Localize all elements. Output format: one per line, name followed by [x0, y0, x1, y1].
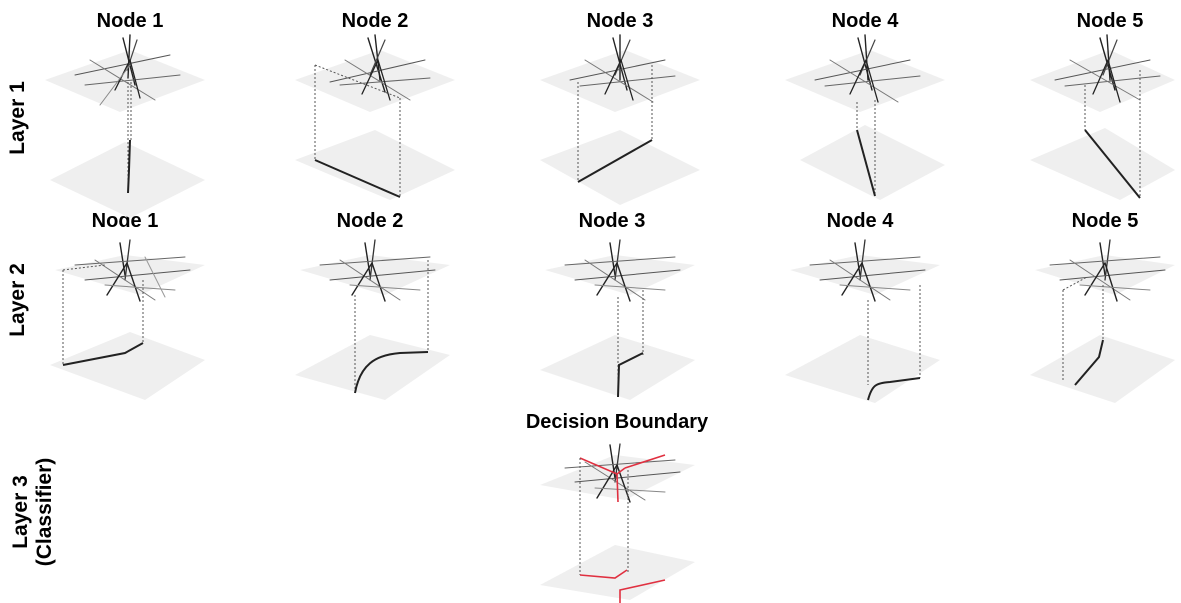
row-label-layer-3-line2: (Classifier) — [33, 457, 56, 567]
upper-plane — [540, 50, 700, 112]
layer2-node-3-title: Node 3 — [578, 210, 646, 232]
decision-boundary-upper — [616, 473, 619, 503]
layer1-node-4-panel — [785, 34, 945, 200]
layer1-node-2-title: Node 2 — [341, 10, 409, 32]
lower-plane — [800, 125, 945, 200]
lower-plane — [1030, 335, 1175, 403]
projection-line — [314, 64, 401, 99]
layer2-node-3-panel — [540, 239, 695, 400]
hyperplane-lines — [319, 239, 436, 302]
upper-plane — [785, 50, 945, 112]
layer2-node-4-panel — [785, 239, 940, 403]
layer1-node-3-title: Node 3 — [586, 10, 654, 32]
boundary-curve — [856, 129, 876, 197]
lower-plane — [295, 335, 450, 400]
boundary-curve — [1074, 339, 1104, 386]
hyperplane-lines — [329, 34, 431, 101]
upper-plane — [790, 255, 940, 295]
upper-plane — [295, 50, 455, 112]
decision-boundary-lower — [619, 579, 666, 603]
hyperplane-lines — [74, 34, 181, 106]
layer2-node-2-title: Node 2 — [336, 210, 404, 232]
boundary-curve — [127, 139, 131, 194]
decision-boundary-panel — [540, 443, 695, 603]
projection-line — [1062, 276, 1088, 291]
boundary-curve — [617, 352, 644, 398]
decision-boundary-upper — [624, 454, 666, 469]
row-label-layer-1: Layer 1 — [6, 81, 29, 155]
row-label-layer-2: Layer 2 — [6, 263, 29, 337]
layer1-node-5-panel — [1030, 34, 1175, 200]
upper-plane — [545, 255, 695, 295]
boundary-curve — [867, 377, 921, 401]
layer2-node-1-panel — [50, 239, 205, 400]
hyperplane-lines — [809, 239, 926, 302]
layer1-node-5-title: Node 5 — [1076, 10, 1144, 32]
lower-plane — [295, 130, 455, 200]
layer2-node-4-title: Node 4 — [826, 210, 894, 232]
upper-plane — [55, 255, 205, 295]
layer2-node-5-title: Node 5 — [1071, 210, 1139, 232]
row-label-layer-3-line1: Layer 3 — [9, 475, 32, 549]
boundary-curve — [354, 351, 429, 394]
hyperplane-lines — [1054, 34, 1161, 103]
hyperplane-lines — [1049, 239, 1166, 302]
row-label-layer-3: Layer 3 (Classifier) — [9, 458, 57, 567]
hyperplane-lines — [564, 239, 681, 302]
hyperplane-lines — [569, 34, 676, 103]
layer2-node-2-panel — [295, 239, 450, 400]
layer1-node-3-panel — [540, 34, 700, 205]
layer1-node-1-panel — [45, 34, 205, 218]
boundary-curve — [62, 342, 144, 366]
lower-plane — [540, 130, 700, 205]
lower-plane — [1030, 128, 1175, 200]
boundary-curve — [1084, 129, 1141, 199]
layer1-node-4-title: Node 4 — [831, 10, 899, 32]
upper-plane — [300, 255, 450, 295]
projection-line — [62, 264, 106, 271]
decision-boundary-lower — [579, 569, 628, 579]
layer2-node-1-title: Node 1 — [91, 210, 159, 232]
upper-plane — [1030, 50, 1175, 112]
hyperplane-lines — [814, 34, 921, 103]
decision-boundary-title: Decision Boundary — [525, 411, 709, 433]
lower-plane — [785, 335, 940, 403]
lower-plane — [540, 545, 695, 600]
layer1-node-2-panel — [295, 34, 455, 200]
hyperplane-lines — [74, 239, 191, 302]
layer1-node-1-title: Node 1 — [96, 10, 164, 32]
boundary-curve — [577, 139, 653, 183]
lower-plane — [50, 332, 205, 400]
layer2-node-5-panel — [1030, 239, 1175, 403]
lower-plane — [540, 335, 695, 400]
boundary-curve — [314, 159, 401, 198]
